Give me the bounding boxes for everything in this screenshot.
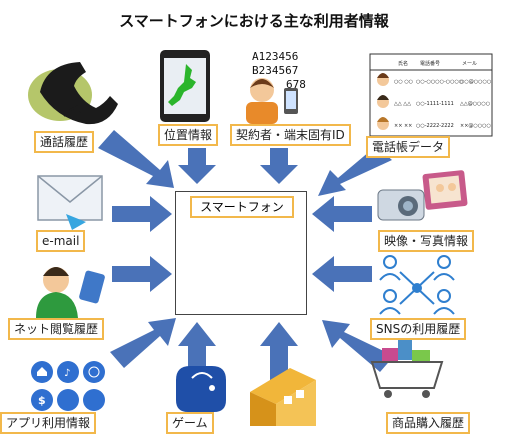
page-title: スマートフォンにおける主な利用者情報 (119, 12, 389, 30)
label-sns: SNSの利用履歴 (370, 318, 467, 340)
app-icons: ♪ $ (31, 361, 105, 411)
label-purchase: 商品購入履歴 (386, 412, 471, 434)
arrows (98, 130, 394, 380)
id-number-1: A123456 (252, 50, 298, 63)
location-phone-icon (160, 50, 210, 122)
id-number-3: 678 (286, 78, 306, 91)
arrow-location (178, 148, 216, 184)
id-number-2: B234567 (252, 64, 298, 77)
arrow-store (260, 322, 298, 380)
envelope-icon (37, 175, 103, 230)
phonebook-row1-mail: ○○@○○○○ (460, 79, 491, 85)
arrow-game (178, 322, 216, 380)
arrow-app-usage (110, 318, 176, 368)
game-controller-icon (176, 366, 226, 412)
arrow-phonebook (318, 146, 392, 196)
arrow-browsing (112, 256, 172, 292)
label-media: 映像・写真情報 (378, 230, 475, 252)
phonebook-row1-name: ○○ ○○ (394, 79, 413, 85)
phonebook-header-name: 氏名 (398, 60, 408, 67)
label-email: e-mail (36, 230, 86, 252)
phonebook-card (369, 53, 493, 137)
arrow-purchase (322, 320, 394, 372)
camera-photo-icon (377, 170, 468, 221)
label-location: 位置情報 (158, 124, 219, 146)
phonebook-row2-name: △△ △△ (394, 101, 411, 107)
label-phonebook: 電話帳データ (366, 136, 451, 158)
phonebook-row2-mail: △△@○○○○ (460, 101, 490, 107)
subscriber-person-icon (246, 78, 298, 124)
svg-text:♪: ♪ (64, 368, 70, 379)
shopping-cart-icon (370, 340, 444, 398)
label-subscriber-id: 契約者・端末固有ID (230, 124, 351, 146)
label-game: ゲーム (166, 412, 214, 434)
arrow-media (312, 196, 372, 232)
label-browsing: ネット閲覧履歴 (8, 318, 105, 340)
phonebook-header-mail: メール (462, 61, 477, 67)
label-app-usage: アプリ利用情報 (0, 412, 97, 434)
arrow-email (112, 196, 172, 232)
telephone-icon (28, 62, 118, 125)
browsing-person-icon (36, 267, 105, 318)
arrow-call-history (98, 130, 174, 188)
label-call-history: 通話履歴 (34, 131, 95, 153)
arrow-subscriber-id (260, 148, 298, 184)
arrow-sns (312, 256, 372, 292)
phonebook-row1-phone: ○○-○○○○-○○○○ (416, 79, 463, 85)
phonebook-header-phone: 電話番号 (420, 60, 440, 67)
smartphone-label: スマートフォン (190, 196, 294, 218)
svg-text:$: $ (38, 394, 46, 407)
phonebook-row3-name: ×× ×× (394, 123, 412, 129)
phonebook-row3-phone: ○○-2222-2222 (416, 123, 454, 129)
phonebook-row3-mail: ××@○○○○ (460, 123, 491, 129)
sns-network-icon (379, 255, 455, 315)
phonebook-row2-phone: ○○-1111-1111 (416, 101, 454, 107)
store-building-icon (250, 368, 316, 426)
